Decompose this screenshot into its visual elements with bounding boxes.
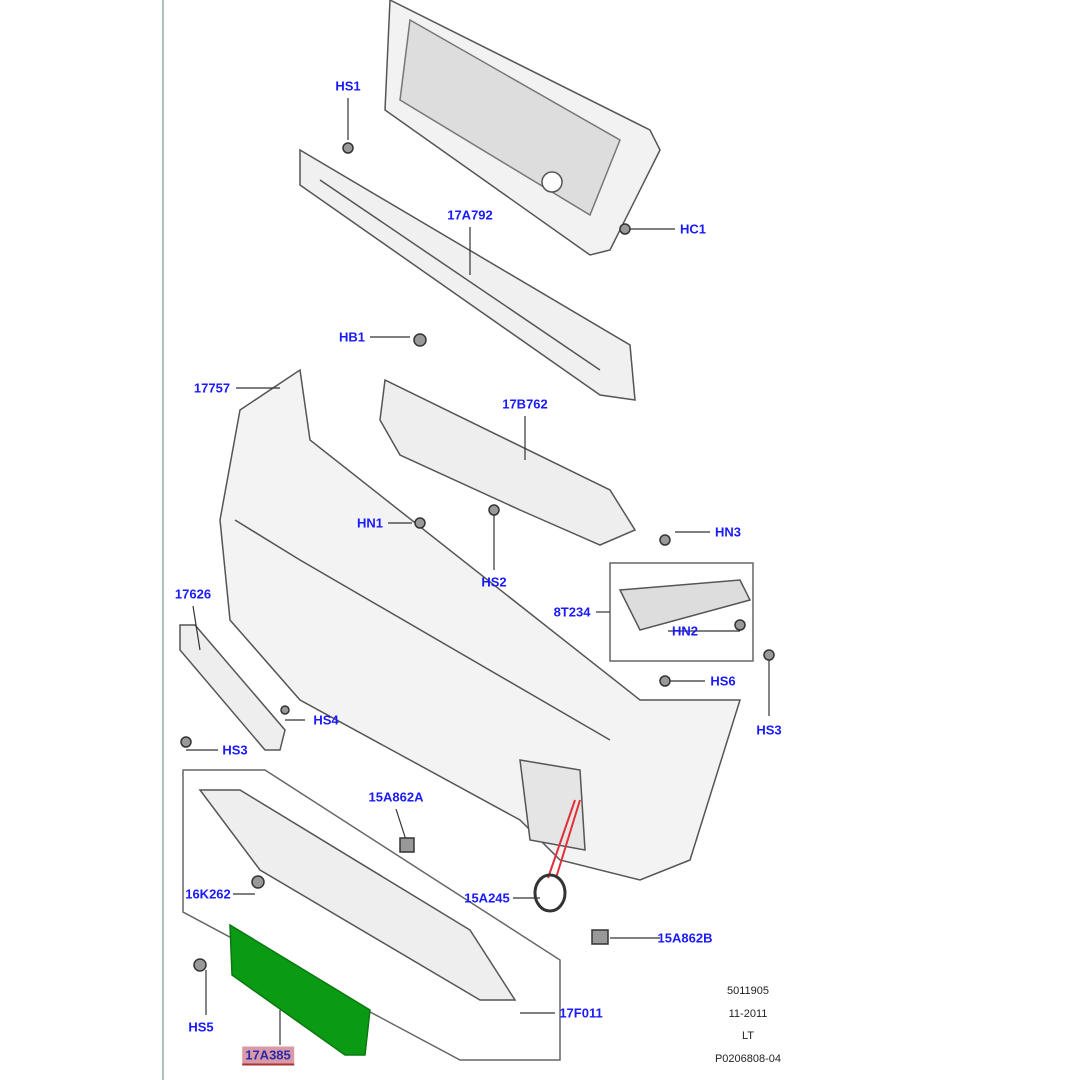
callout-HS2[interactable]: HS2 bbox=[481, 574, 507, 590]
undertray-part bbox=[198, 789, 517, 1001]
callout-17626[interactable]: 17626 bbox=[174, 586, 212, 602]
callout-17F011[interactable]: 17F011 bbox=[559, 1005, 603, 1021]
diagram-date: 11-2011 bbox=[728, 1008, 768, 1020]
grommet-15A245 bbox=[533, 873, 567, 913]
callout-17A792[interactable]: 17A792 bbox=[447, 207, 493, 223]
callout-HS3-left[interactable]: HS3 bbox=[222, 742, 248, 758]
callout-HS6[interactable]: HS6 bbox=[710, 673, 736, 689]
bumper-cover-part bbox=[219, 368, 742, 881]
red-leader-lines bbox=[547, 799, 581, 879]
diagram-variant: LT bbox=[741, 1030, 755, 1042]
callout-HS4[interactable]: HS4 bbox=[313, 712, 339, 728]
callout-17757[interactable]: 17757 bbox=[193, 380, 231, 396]
bracket-part bbox=[379, 378, 637, 546]
17F011-box bbox=[182, 769, 561, 1061]
callout-HS3-right[interactable]: HS3 bbox=[756, 722, 782, 738]
callout-15A862A[interactable]: 15A862A bbox=[368, 789, 424, 805]
grille-part bbox=[384, 0, 661, 256]
callout-HB1[interactable]: HB1 bbox=[338, 329, 366, 345]
callout-16K262[interactable]: 16K262 bbox=[185, 886, 231, 902]
bumper-beam-part bbox=[299, 148, 636, 401]
part-17A385-highlighted bbox=[229, 923, 371, 1056]
callout-15A245[interactable]: 15A245 bbox=[464, 890, 510, 906]
callout-HC1[interactable]: HC1 bbox=[679, 221, 707, 237]
fasteners bbox=[180, 142, 775, 972]
callout-HS1[interactable]: HS1 bbox=[335, 78, 361, 94]
callout-HS5[interactable]: HS5 bbox=[188, 1019, 214, 1035]
trim-17626-part bbox=[179, 624, 286, 751]
callout-HN1[interactable]: HN1 bbox=[356, 515, 384, 531]
callout-15A862B[interactable]: 15A862B bbox=[657, 930, 713, 946]
callout-8T234[interactable]: 8T234 bbox=[553, 604, 591, 620]
diagram-code: 5011905 bbox=[726, 985, 770, 997]
diagram-reference: P0206808-04 bbox=[714, 1053, 782, 1065]
callout-HN2[interactable]: HN2 bbox=[671, 623, 699, 639]
callout-17A385-highlighted[interactable]: 17A385 bbox=[242, 1046, 294, 1066]
callout-HN3[interactable]: HN3 bbox=[714, 524, 742, 540]
callout-17B762[interactable]: 17B762 bbox=[502, 396, 548, 412]
